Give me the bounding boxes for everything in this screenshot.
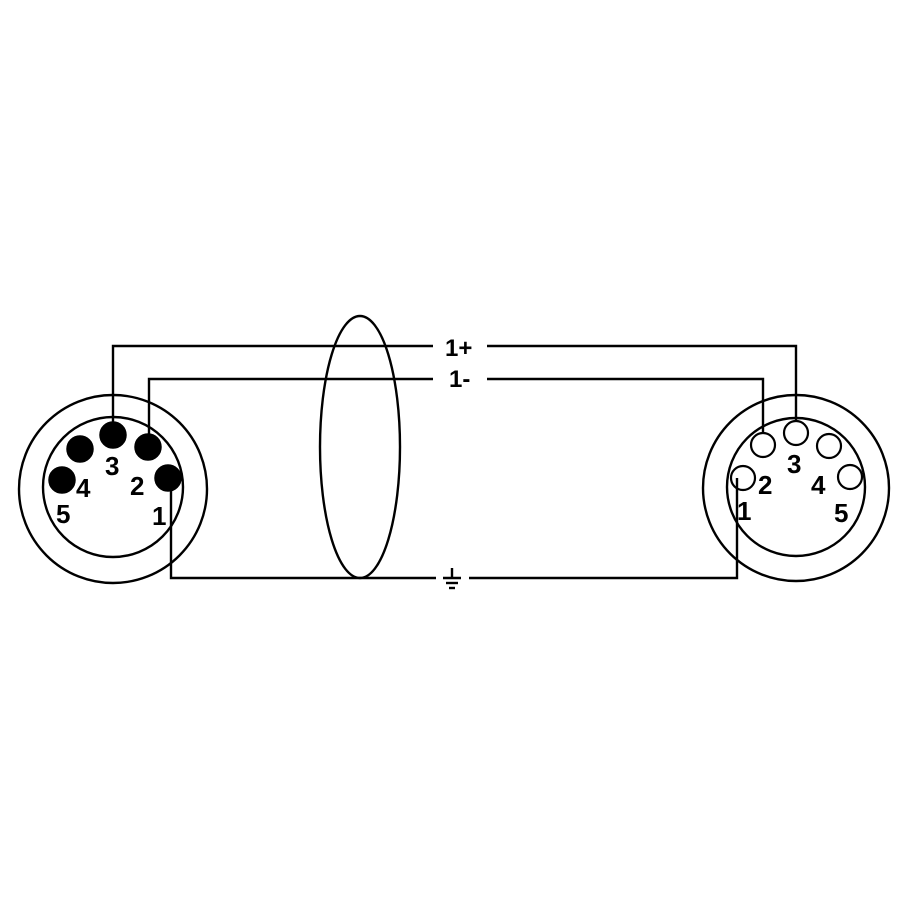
right-pin-4-label: 4 bbox=[811, 470, 826, 500]
left-pin-2-label: 2 bbox=[130, 471, 144, 501]
wire-1-minus-left-segment bbox=[147, 377, 433, 434]
left-pin-5 bbox=[48, 466, 76, 494]
wire-1-plus-left-segment bbox=[111, 344, 433, 422]
left-pin-1 bbox=[154, 464, 182, 492]
left-pin-1-label: 1 bbox=[152, 501, 166, 531]
right-pin-3-label: 3 bbox=[787, 449, 801, 479]
left-pin-3-label: 3 bbox=[105, 451, 119, 481]
right-pin-5-label: 5 bbox=[834, 498, 848, 528]
ground-icon bbox=[443, 568, 461, 590]
right-pin-1-label: 1 bbox=[737, 496, 751, 526]
wire-ground-right-segment bbox=[469, 478, 739, 580]
wire-ground bbox=[169, 478, 739, 590]
shield-ellipse bbox=[318, 314, 402, 580]
right-pin-3 bbox=[782, 419, 810, 447]
wire-1-plus: 1+ bbox=[111, 335, 798, 422]
right-pin-1 bbox=[729, 464, 757, 492]
right-pin-5 bbox=[836, 463, 864, 491]
wire-1-minus-right-segment bbox=[487, 377, 765, 433]
left-pin-2 bbox=[134, 433, 162, 461]
right-pin-4 bbox=[815, 432, 843, 460]
left-pin-3 bbox=[99, 421, 127, 449]
wire-ground-left-segment bbox=[169, 478, 436, 580]
wire-1-plus-right-segment bbox=[487, 344, 798, 421]
right-pin-2-label: 2 bbox=[758, 470, 772, 500]
wire-1-plus-label: 1+ bbox=[445, 335, 472, 362]
left-pin-5-label: 5 bbox=[56, 499, 70, 529]
wire-1-minus: 1- bbox=[147, 366, 765, 434]
left-pin-4-label: 4 bbox=[76, 473, 91, 503]
right-connector: 3 2 4 1 5 bbox=[701, 393, 891, 583]
left-connector: 3 2 4 1 5 bbox=[17, 393, 209, 585]
wire-1-minus-label: 1- bbox=[449, 366, 470, 393]
right-pin-2 bbox=[749, 431, 777, 459]
left-pin-4 bbox=[66, 435, 94, 463]
